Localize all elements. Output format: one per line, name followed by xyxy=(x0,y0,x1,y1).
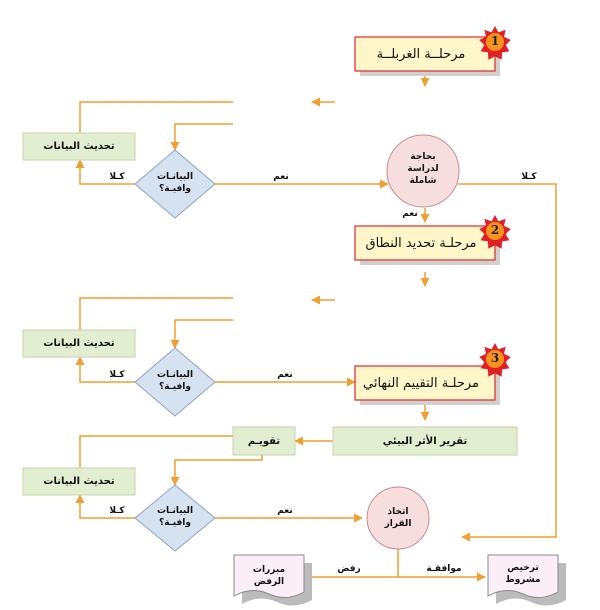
connector-no-to-update-1 xyxy=(75,159,135,185)
rejection-doc-text: مبررات الرفض xyxy=(234,564,304,588)
yes-label-3: نعم xyxy=(277,506,293,516)
update-data-label-2: تحديث البيانات xyxy=(43,338,115,349)
star-badge-1 xyxy=(479,26,511,60)
no-label-1: كـلا xyxy=(109,172,125,182)
diamond-1-line2: وافيـة؟ xyxy=(158,184,191,194)
final-decision-line2: القرار xyxy=(384,519,412,529)
stage-2-label: مرحلـة تحديد النطاق xyxy=(365,235,477,251)
needs-study-line3: شاملة xyxy=(409,176,437,186)
evaluation-label: تقويـم xyxy=(247,435,281,447)
star-badge-2 xyxy=(479,215,511,249)
needs-study-line2: لدراسة xyxy=(407,164,439,174)
diamond-1-text: البيانـات وافيـة؟ xyxy=(140,171,210,195)
connector-to-diamond-1 xyxy=(170,123,233,151)
approve-label: موافقـة xyxy=(426,564,462,574)
update-data-label-1: تحديث البيانات xyxy=(43,141,115,152)
permit-doc-line2: مشروط xyxy=(505,575,541,585)
report-label: تقرير الأثر البيئي xyxy=(382,435,468,447)
diamond-2-line1: البيانـات xyxy=(156,370,194,380)
update-data-box-1 xyxy=(22,132,136,161)
decision-diamond-2 xyxy=(134,347,216,417)
stage-1-box xyxy=(354,36,500,76)
stage-3-label: مرحلـة التقييم النهائي xyxy=(363,375,479,391)
decision-diamond-3 xyxy=(134,484,216,552)
connector-no-to-decision xyxy=(458,183,557,542)
connector-update-loop-1 xyxy=(79,101,233,133)
needs-study-text: بحاجة لدراسة شاملة xyxy=(393,151,453,187)
no-label-3: كـلا xyxy=(109,506,125,516)
stage-2-box xyxy=(354,225,500,265)
no-label-circle: كـلا xyxy=(521,172,537,182)
diamond-3-text: البيانـات وافيـة؟ xyxy=(140,505,210,529)
reject-label: رفض xyxy=(337,564,361,574)
update-data-box-2 xyxy=(22,329,136,358)
diamond-2-text: البيانـات وافيـة؟ xyxy=(140,369,210,393)
diamond-3-line1: البيانـات xyxy=(156,506,194,516)
connectors xyxy=(75,72,557,582)
rejection-doc-line2: الرفض xyxy=(253,577,285,587)
yes-label-2: نعم xyxy=(277,370,293,380)
connector-no-to-update-2 xyxy=(75,356,135,383)
needs-study-line1: بحاجة xyxy=(410,152,436,162)
rejection-doc-shape xyxy=(233,554,312,606)
update-data-box-3 xyxy=(22,467,136,496)
stage-2-number: 2 xyxy=(490,223,500,237)
report-box xyxy=(332,426,518,456)
no-label-2: كـلا xyxy=(109,370,125,380)
stage-1-label: مرحلــة الغربلــة xyxy=(376,46,466,62)
yes-label-1: نعم xyxy=(273,172,289,182)
diamond-1-line1: البيانـات xyxy=(156,172,194,182)
diamond-3-line2: وافيـة؟ xyxy=(158,518,191,528)
decision-diamond-1 xyxy=(134,149,216,219)
update-data-label-3: تحديث البيانات xyxy=(43,476,115,487)
evaluation-box xyxy=(232,426,296,456)
needs-study-circle xyxy=(386,134,460,208)
stage-3-box xyxy=(354,365,500,405)
stage-3-number: 3 xyxy=(490,351,500,365)
stage-1-number: 1 xyxy=(490,34,500,48)
connector-to-diamond-3 xyxy=(170,455,263,486)
connector-no-to-update-3 xyxy=(75,494,135,519)
permit-doc-line1: ترخيص xyxy=(507,563,539,573)
final-decision-line1: اتخاذ xyxy=(387,507,409,517)
permit-doc-shape xyxy=(487,554,566,606)
final-decision-text: اتخاذ القرار xyxy=(368,506,428,530)
yes-label-circle: نعم xyxy=(402,209,418,219)
connector-to-diamond-2 xyxy=(170,319,233,349)
connector-update-loop-2 xyxy=(79,297,233,330)
diamond-2-line2: وافيـة؟ xyxy=(158,382,191,392)
connector-update-loop-3 xyxy=(79,435,233,468)
rejection-doc-line1: مبررات xyxy=(252,565,286,575)
permit-doc-text: ترخيص مشروط xyxy=(488,562,558,586)
final-decision-circle xyxy=(366,486,430,550)
star-badge-3 xyxy=(479,343,511,377)
